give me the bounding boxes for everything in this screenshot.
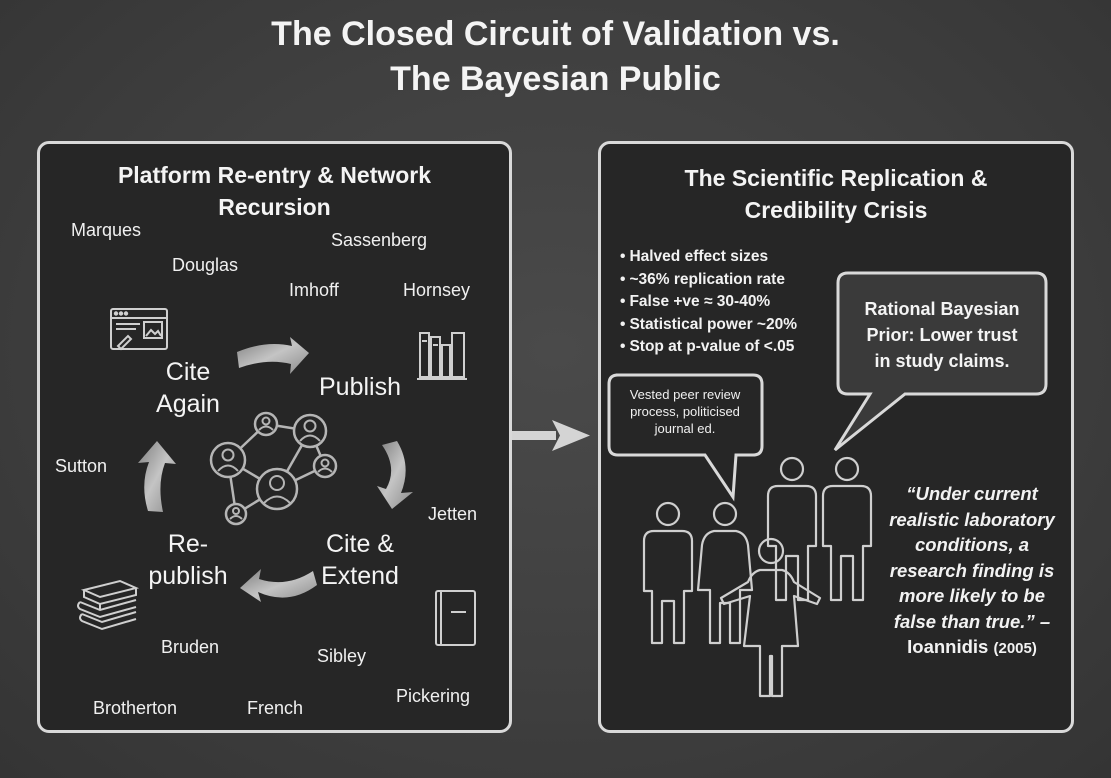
main-title: The Closed Circuit of Validation vs. The… [0,12,1111,102]
connector-arrow [512,420,590,451]
name-imhoff: Imhoff [289,280,339,300]
left-panel-title-line2: Recursion [218,194,331,220]
notebook-icon [435,590,476,646]
name-brotherton: Brotherton [93,698,178,718]
quote-author: Ioannidis [907,636,989,657]
bookshelf-icon [417,332,467,380]
name-sassenberg: Sassenberg [331,230,428,250]
main-title-line1: The Closed Circuit of Validation vs. [271,15,840,53]
right-panel-title: The Scientific Replication & Credibility… [601,162,1071,226]
right-panel-title-line1: The Scientific Replication & [684,165,988,191]
right-panel-title-line2: Credibility Crisis [744,197,928,223]
callout-large-line2: Prior: Lower trust [866,325,1018,345]
callout-small-line3: journal ed. [654,421,716,436]
book-stack-icon [77,579,140,631]
cite-extend-line2: Extend [321,562,399,590]
cite-again-line2: Again [156,390,220,418]
name-sibley: Sibley [317,646,367,666]
cycle-label-cite-again: Cite Again [143,356,233,420]
name-french: French [247,698,304,718]
callout-small-line2: process, politicised [630,404,740,419]
callout-large-line3: in study claims. [874,351,1010,371]
people-group-icon [642,456,873,698]
bullet-item: Stop at p-value of <.05 [620,336,797,359]
name-marques: Marques [71,220,142,240]
bullet-item: Halved effect sizes [620,246,797,269]
people-network-icon [209,411,338,526]
name-sutton: Sutton [55,456,108,476]
browser-window-icon [110,308,168,351]
cycle-arrow-right [377,441,413,509]
callout-small-line1: Vested peer review [629,387,741,402]
republish-line1: Re- [167,530,209,558]
cite-again-line1: Cite [165,358,211,386]
cycle-label-publish: Publish [305,371,415,403]
quote-text: “Under current realistic laboratory cond… [889,483,1055,632]
bullet-item: Statistical power ~20% [620,314,797,337]
callout-small-text: Vested peer review process, politicised … [612,386,758,437]
callout-large-line1: Rational Bayesian [864,299,1020,319]
republish-line2: publish [148,562,228,590]
quote-year: (2005) [993,640,1037,657]
publish-label: Publish [319,373,401,401]
name-bruden: Bruden [161,637,220,657]
bullet-item: False +ve ≈ 30-40% [620,291,797,314]
callout-large-bubble [833,271,1048,452]
cycle-arrow-left [138,441,176,512]
left-panel: Platform Re-entry & Network Recursion [37,141,512,733]
ioannidis-quote: “Under current realistic laboratory cond… [886,481,1058,662]
name-pickering: Pickering [396,686,471,706]
cycle-arrow-bottom [240,569,317,602]
name-jetten: Jetten [428,504,478,524]
cycle-label-republish: Re- publish [133,528,243,592]
main-title-line2: The Bayesian Public [390,60,721,98]
bullet-item: ~36% replication rate [620,269,797,292]
name-hornsey: Hornsey [403,280,471,300]
left-panel-title-line1: Platform Re-entry & Network [117,162,432,188]
crisis-bullet-list: Halved effect sizes ~36% replication rat… [620,246,797,359]
cite-extend-line1: Cite & [325,530,395,558]
cycle-label-cite-extend: Cite & Extend [305,528,415,592]
callout-small-bubble [607,373,764,502]
left-panel-title: Platform Re-entry & Network Recursion [40,159,509,223]
cycle-arrow-top [237,337,309,374]
callout-large-text: Rational Bayesian Prior: Lower trust in … [840,296,1044,374]
name-douglas: Douglas [172,255,239,275]
